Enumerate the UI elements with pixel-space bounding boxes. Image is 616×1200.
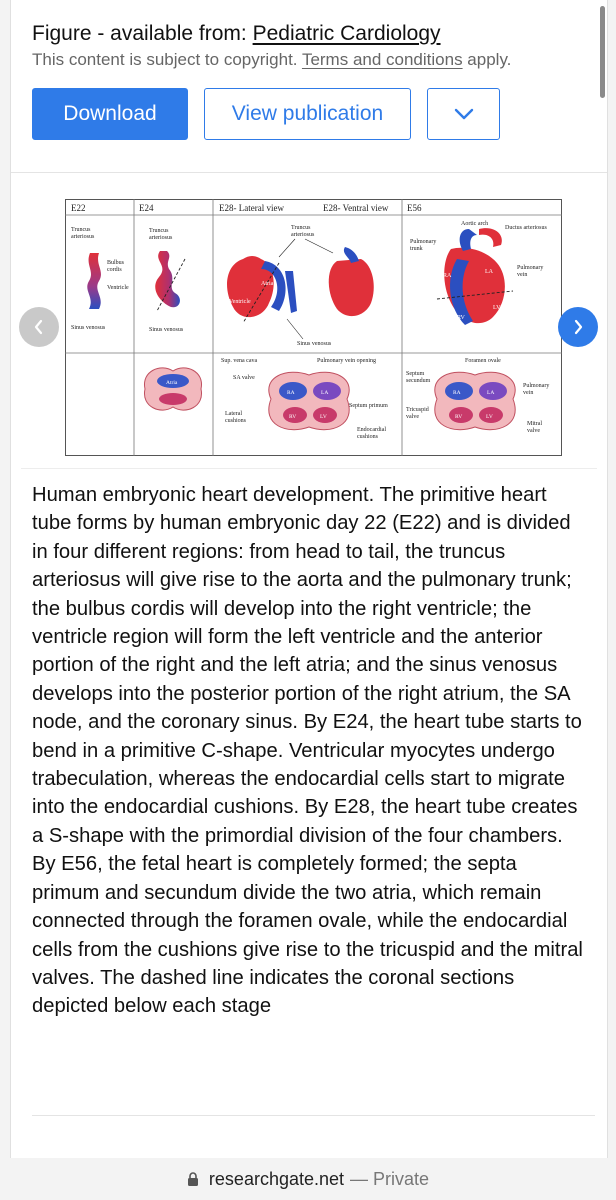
action-buttons: Download View publication xyxy=(32,88,592,140)
tricuspid-label-1: Tricuspid xyxy=(406,407,429,413)
bulbus-label: Bulbus xyxy=(107,260,125,266)
e56-section-ra: RA xyxy=(453,390,461,396)
mitral-label-1: Mitral xyxy=(527,421,542,427)
e28-section-la: LA xyxy=(321,390,328,396)
figure-header: Figure - available from: Pediatric Cardi… xyxy=(32,20,587,72)
chevron-right-icon xyxy=(574,319,583,335)
e28-sinus-label: Sinus venosus xyxy=(297,341,332,347)
e28-section-rv: RV xyxy=(289,414,296,420)
source-link[interactable]: Pediatric Cardiology xyxy=(252,22,441,45)
chevron-left-icon xyxy=(34,319,43,335)
e24-heart-tube xyxy=(155,251,180,308)
source-prefix: Figure - available from: xyxy=(32,22,253,45)
e56-section: RA LA RV LV xyxy=(434,371,516,431)
header-divider xyxy=(11,172,607,173)
e56-vein-label: vein xyxy=(517,272,527,278)
carousel-prev-button[interactable] xyxy=(19,307,59,347)
endocardial-cushions-label-1: Endocardial xyxy=(357,427,386,433)
septum-secundum-label-1: Septum xyxy=(406,371,425,377)
stage-e56: E56 xyxy=(407,203,422,213)
mode-label: Private xyxy=(373,1168,430,1189)
notice-prefix: This content is subject to copyright. xyxy=(32,50,302,69)
aortic-arch-label: Aortic arch xyxy=(461,221,488,227)
e28-atria-label: Atria xyxy=(261,281,274,287)
stage-e24: E24 xyxy=(139,203,154,213)
e22-arteriosus-label: arteriosus xyxy=(71,234,95,240)
lateral-cushions-label-2: cushions xyxy=(225,418,247,424)
ductus-label: Ductus arteriosus xyxy=(505,225,547,231)
stage-e22: E22 xyxy=(71,203,86,213)
e56-ra-label: RA xyxy=(443,273,452,279)
septum-primum-label: Septum primum xyxy=(349,403,388,409)
scrollbar-thumb[interactable] xyxy=(600,6,605,98)
e56-la-label: LA xyxy=(485,269,494,275)
e56-pulm-vein-label: Pulmonary xyxy=(517,265,543,271)
view-publication-button[interactable]: View publication xyxy=(204,88,411,140)
stage-e28-ventral: E28- Ventral view xyxy=(323,203,389,213)
e56-section-la: LA xyxy=(487,390,494,396)
mode-separator: — xyxy=(350,1168,374,1189)
e22-sinus-label: Sinus venosus xyxy=(71,325,106,331)
e24-section: Atria xyxy=(144,367,202,411)
lock-icon xyxy=(187,1171,199,1187)
e24-arteriosus-label: arteriosus xyxy=(149,235,173,241)
figure-page: Figure - available from: Pediatric Cardi… xyxy=(10,0,608,1158)
stage-e28-lateral: E28- Lateral view xyxy=(219,203,284,213)
e28-ventral-heart xyxy=(328,259,374,317)
tricuspid-label-2: valve xyxy=(406,414,419,420)
browser-domain: researchgate.net xyxy=(208,1168,345,1189)
e56-lv-label: LV xyxy=(493,305,501,311)
atria-section-label: Atria xyxy=(166,380,178,386)
e56-rv-label: RV xyxy=(457,315,466,321)
e24-sinus-label: Sinus venosus xyxy=(149,327,184,333)
section-pulm-vein-label-1: Pulmonary xyxy=(523,383,549,389)
figure-image[interactable]: E22 E24 E28- Lateral view E28- Ventral v… xyxy=(65,199,562,456)
heart-development-figure: E22 E24 E28- Lateral view E28- Ventral v… xyxy=(65,199,562,456)
chevron-down-icon xyxy=(454,108,473,120)
mitral-label-2: valve xyxy=(527,428,540,434)
e28-arteriosus-label: arteriosus xyxy=(291,232,315,238)
footer-divider xyxy=(32,1115,595,1116)
carousel-next-button[interactable] xyxy=(558,307,598,347)
more-options-button[interactable] xyxy=(427,88,500,140)
section-pulm-vein-label-2: vein xyxy=(523,390,533,396)
ventricle-label: Ventricle xyxy=(107,285,129,291)
download-button[interactable]: Download xyxy=(32,88,188,140)
e28-ventricle-label: Ventricle xyxy=(229,299,251,305)
browser-mode: — Private xyxy=(350,1169,429,1190)
notice-suffix: apply. xyxy=(462,50,512,69)
septum-secundum-label-2: secundum xyxy=(406,378,431,384)
copyright-notice: This content is subject to copyright. Te… xyxy=(32,48,587,72)
e22-heart-tube xyxy=(87,253,101,309)
sup-vena-cava-label: Sup. vena cava xyxy=(221,358,257,364)
sa-valve-label: SA valve xyxy=(233,375,255,381)
e24-truncus-label: Truncus xyxy=(149,228,169,234)
e28-lateral-heart xyxy=(227,256,274,318)
foramen-ovale-label: Foramen ovale xyxy=(465,358,501,364)
terms-link[interactable]: Terms and conditions xyxy=(301,50,463,69)
cordis-label: cordis xyxy=(107,267,122,273)
pulm-vein-opening-label: Pulmonary vein opening xyxy=(317,358,376,364)
e28-truncus-label: Truncus xyxy=(291,225,311,231)
pulm-trunk-label: Pulmonary xyxy=(410,239,436,245)
e56-section-rv: RV xyxy=(455,414,462,420)
figure-source-line: Figure - available from: Pediatric Cardi… xyxy=(32,20,587,48)
lateral-cushions-label-1: Lateral xyxy=(225,411,242,417)
e28-section-lv: LV xyxy=(320,414,327,420)
e28-section-ra: RA xyxy=(287,390,295,396)
figure-caption: Human embryonic heart development. The p… xyxy=(32,484,583,1018)
trunk-label: trunk xyxy=(410,246,423,252)
figure-divider xyxy=(21,468,597,469)
e28-section: RA LA RV LV xyxy=(268,371,350,431)
endocardial-cushions-label-2: cushions xyxy=(357,434,379,440)
browser-address-bar[interactable]: researchgate.net — Private xyxy=(0,1158,616,1200)
e22-truncus-label: Truncus xyxy=(71,227,91,233)
e56-section-lv: LV xyxy=(486,414,493,420)
